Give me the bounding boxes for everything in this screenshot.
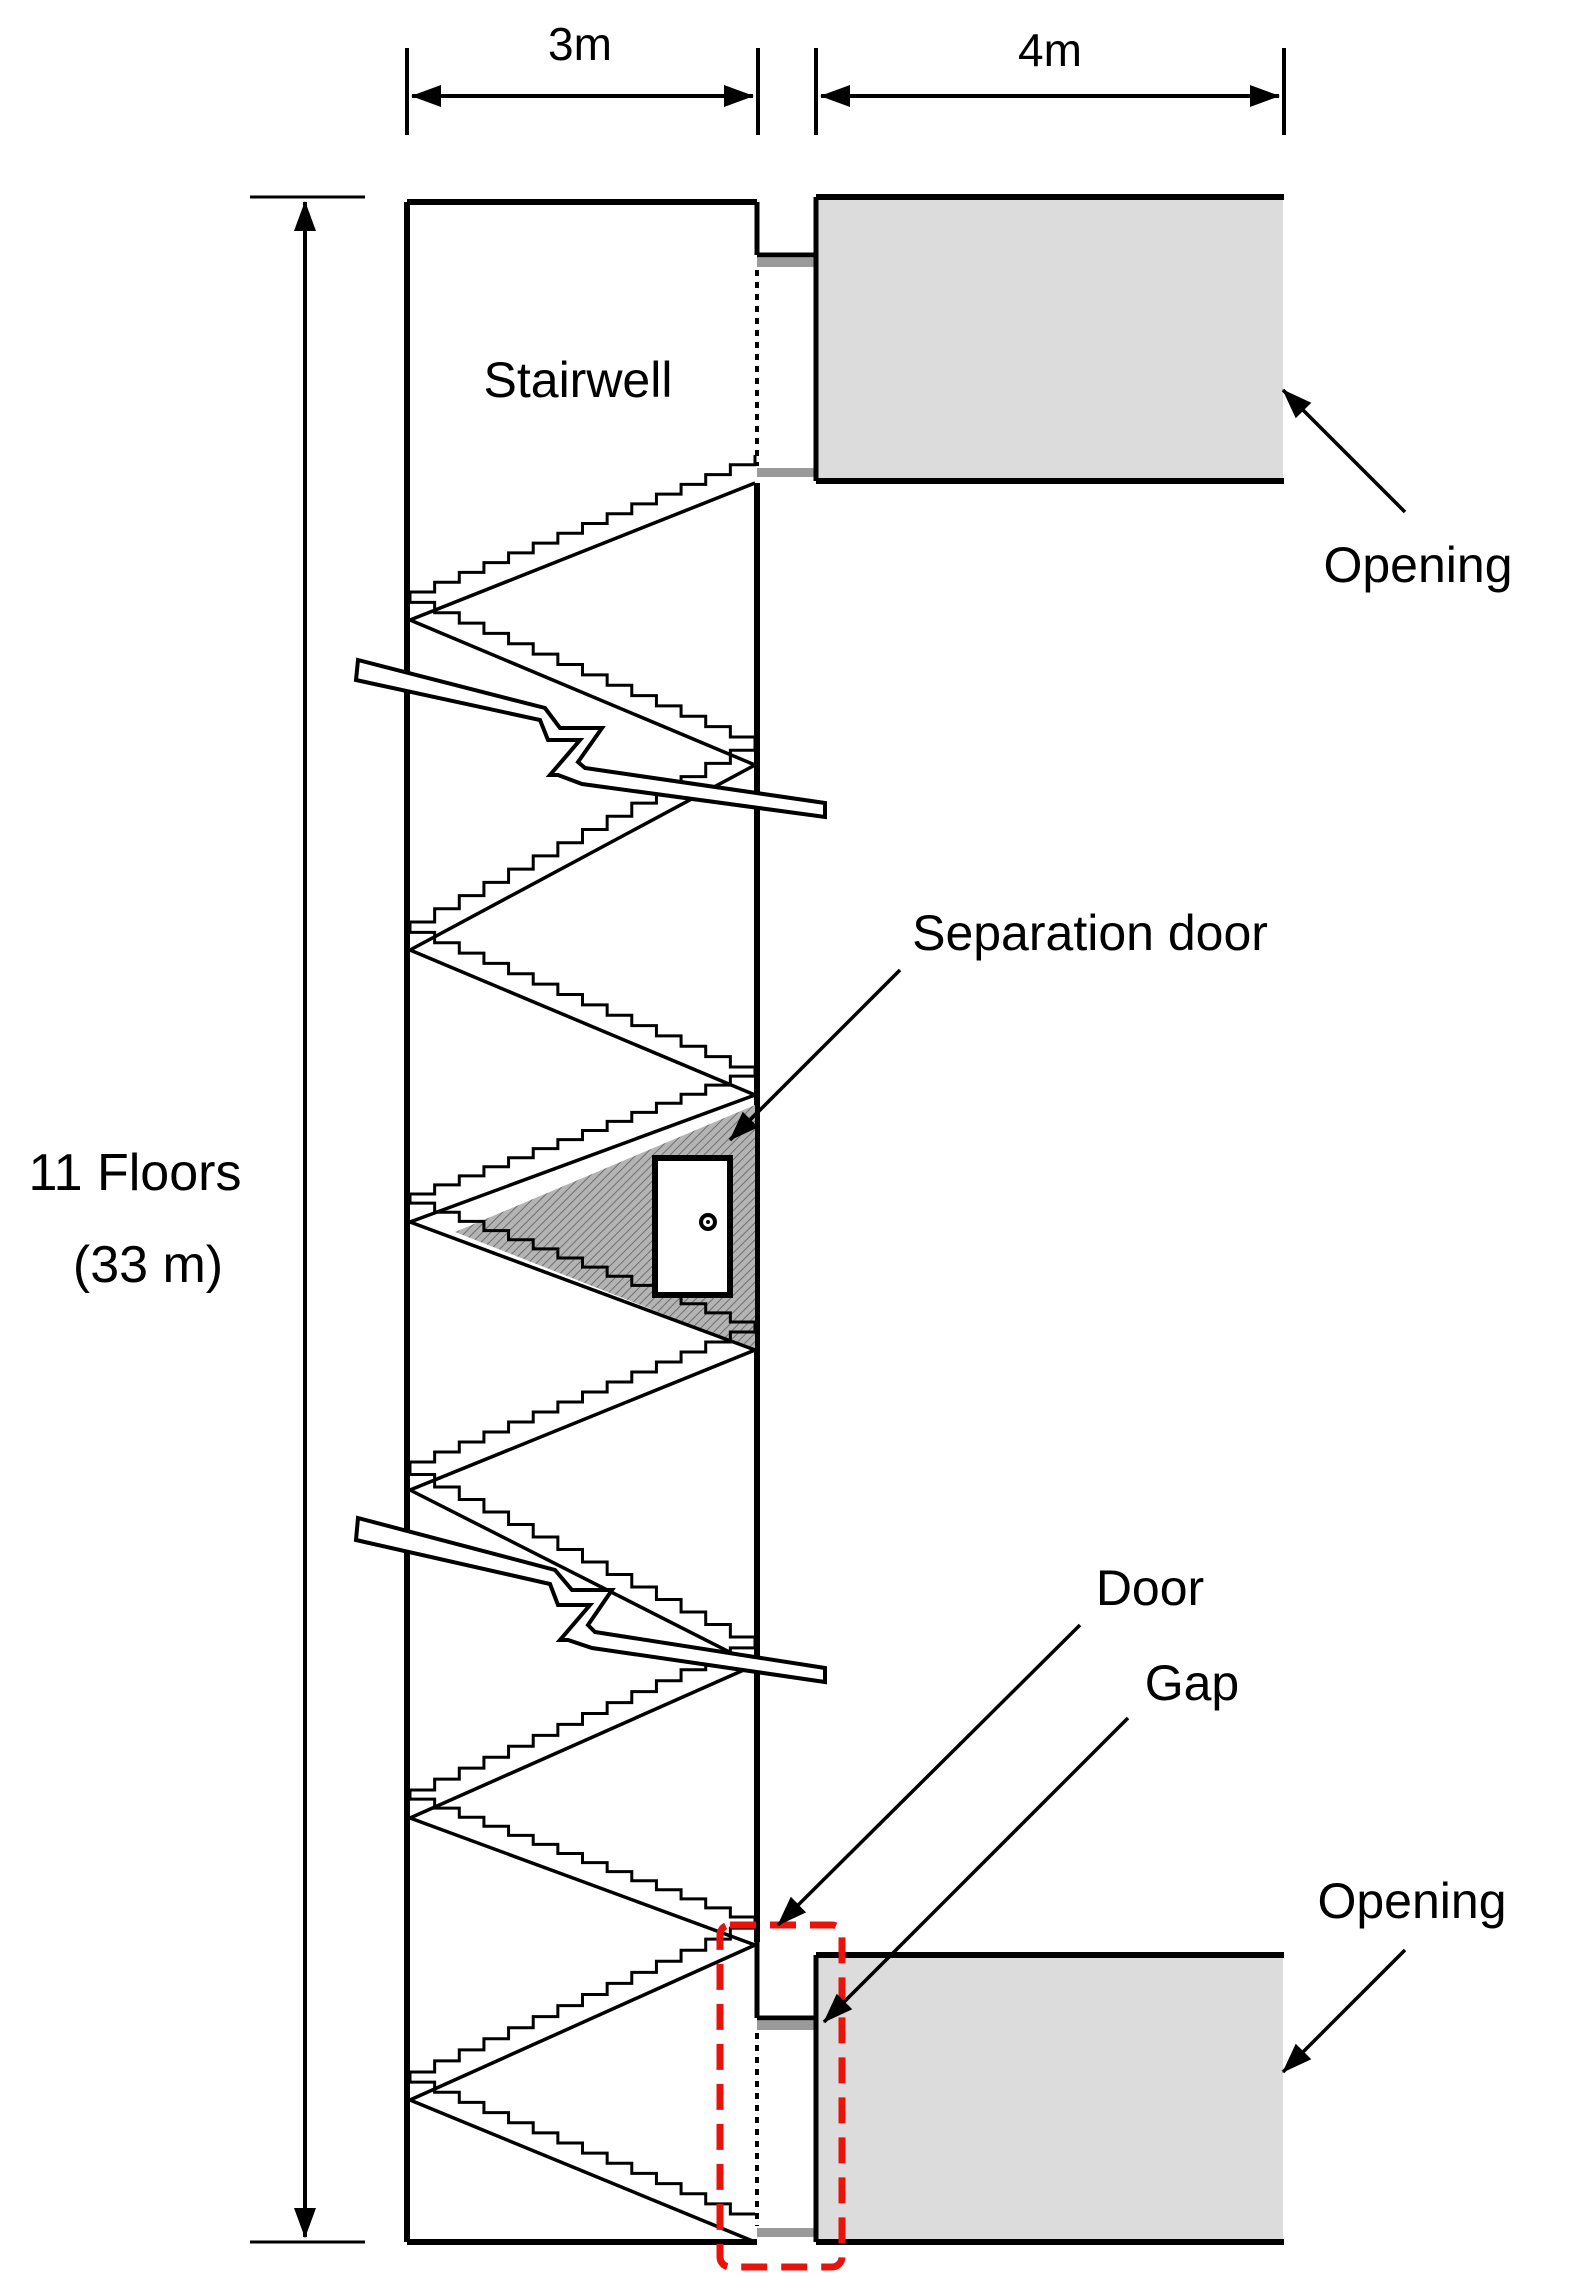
stair-line: [409, 481, 756, 622]
callout-door: Door: [776, 1560, 1204, 1927]
stair-steps: [410, 1322, 757, 1464]
separation-door-label: Separation door: [912, 905, 1268, 961]
stair-steps: [410, 1917, 757, 2074]
gap-label: Gap: [1145, 1655, 1240, 1711]
room-top: [813, 194, 1284, 484]
dimension-height: 11 Floors (33 m): [29, 195, 365, 2244]
stair-line: [409, 618, 756, 767]
stair-line: [409, 1348, 756, 1492]
callout-separation-door: Separation door: [728, 905, 1268, 1142]
vestibule-top: [755, 202, 819, 477]
opening-label-bottom: Opening: [1317, 1873, 1506, 1929]
stair-steps: [408, 2072, 755, 2216]
stair-steps: [408, 922, 755, 1069]
break-symbol-lower: [353, 1515, 827, 1685]
width-label-4m: 4m: [1018, 24, 1082, 76]
callout-opening-bottom: Opening: [1281, 1873, 1507, 2074]
stair-steps: [408, 1194, 755, 1324]
stair-steps: [410, 737, 757, 924]
stair-steps: [410, 1067, 757, 1196]
stair-steps: [408, 592, 755, 739]
stair-line: [409, 1943, 756, 2102]
stair-steps: [408, 1790, 755, 1919]
stair-flights: [408, 455, 757, 2244]
stairwell-shaft: [404, 199, 760, 2245]
stair-line: [409, 1093, 756, 1224]
width-label-3m: 3m: [548, 18, 612, 70]
height-label-floors: 11 Floors: [29, 1144, 242, 1202]
dimension-3m: 3m: [405, 18, 760, 135]
stair-line: [409, 948, 756, 1097]
callout-opening-top: Opening: [1281, 388, 1513, 593]
door-label: Door: [1096, 1560, 1204, 1616]
stair-line: [409, 1816, 756, 1947]
callout-gap: Gap: [822, 1655, 1240, 2024]
vestibule-bottom: [755, 1956, 819, 2237]
height-label-meters: (33 m): [73, 1236, 223, 1294]
stair-line: [409, 1663, 756, 1820]
stair-line: [409, 2098, 756, 2244]
opening-label-top: Opening: [1323, 537, 1512, 593]
stair-line: [409, 1488, 756, 1667]
break-symbol-upper: [353, 657, 827, 820]
room-bottom: [813, 1952, 1284, 2245]
stair-steps: [410, 455, 757, 594]
stair-steps: [408, 1462, 755, 1639]
separation-door: [652, 1155, 733, 1298]
dimension-4m: 4m: [814, 24, 1286, 135]
stair-line: [409, 1220, 756, 1352]
stairwell-label: Stairwell: [484, 352, 673, 408]
